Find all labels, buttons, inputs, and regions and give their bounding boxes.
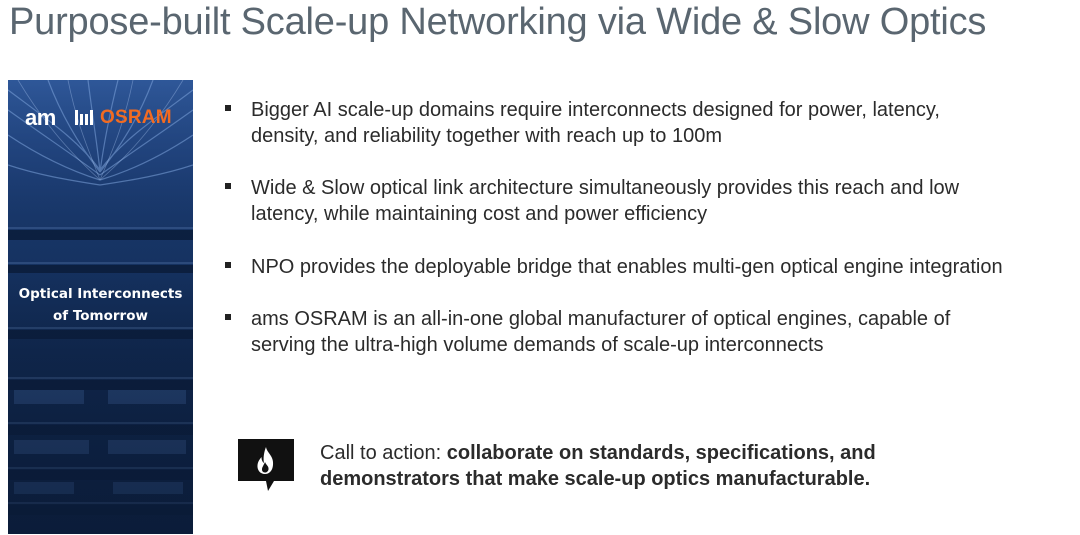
ams-osram-logo: am OSRAM (25, 106, 185, 130)
call-to-action: Call to action: collaborate on standards… (236, 438, 1056, 494)
call-to-action-bold-line1: collaborate on standards, specifications… (446, 442, 876, 464)
ams-logo-text: am (25, 105, 56, 130)
bullet-line: density, and reliability together with r… (251, 125, 723, 147)
banner-caption: Optical Interconnects of Tomorrow (8, 283, 193, 327)
call-to-action-prefix: Call to action: (320, 442, 447, 464)
bullet-text: ams OSRAM is an all-in-one global manufa… (251, 306, 1080, 358)
bullet-text: Bigger AI scale-up domains require inter… (251, 97, 1080, 149)
bullet-line: ams OSRAM is an all-in-one global manufa… (251, 308, 951, 330)
square-bullet-icon (225, 314, 231, 320)
square-bullet-icon (225, 183, 231, 189)
call-to-action-text: Call to action: collaborate on standards… (320, 440, 876, 492)
square-bullet-icon (225, 105, 231, 111)
flame-speech-bubble-icon (238, 439, 294, 491)
banner-caption-line2: of Tomorrow (53, 308, 148, 324)
osram-logo-text: OSRAM (100, 107, 172, 128)
server-cables-illustration (8, 80, 193, 534)
call-to-action-line1: Call to action: collaborate on standards… (320, 440, 876, 466)
bullet-text: Wide & Slow optical link architecture si… (251, 175, 1080, 227)
square-bullet-icon (225, 262, 231, 268)
bullet-line: Wide & Slow optical link architecture si… (251, 177, 960, 199)
brand-banner-image: am OSRAM Optical Interconnects of Tomorr… (8, 80, 193, 534)
bullet-text: NPO provides the deployable bridge that … (251, 254, 1080, 280)
bullet-line: NPO provides the deployable bridge that … (251, 256, 1003, 278)
bullet-line: Bigger AI scale-up domains require inter… (251, 99, 940, 121)
call-to-action-bold-line2: demonstrators that make scale-up optics … (320, 468, 871, 490)
bullet-line: latency, while maintaining cost and powe… (251, 203, 708, 225)
bullet-line: serving the ultra-high volume demands of… (251, 334, 824, 356)
ams-logo-mark-icon (75, 110, 93, 125)
banner-caption-line1: Optical Interconnects (18, 286, 183, 302)
slide-title: Purpose-built Scale-up Networking via Wi… (9, 1, 987, 43)
